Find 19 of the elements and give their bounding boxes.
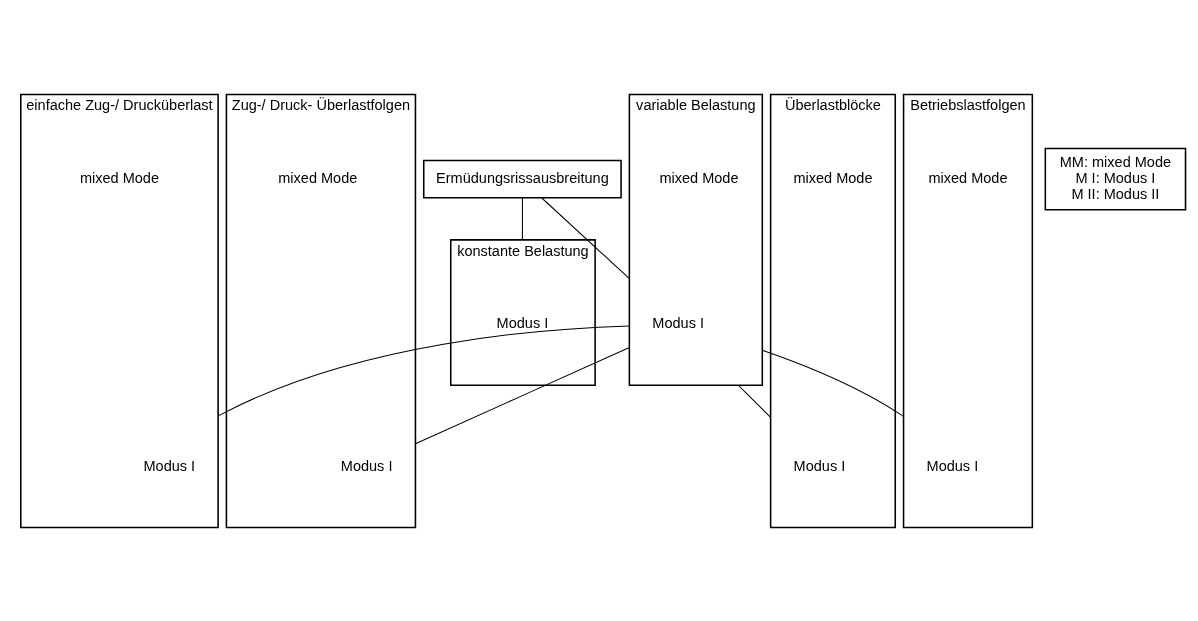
node-text: Modus I — [793, 457, 846, 474]
connector — [414, 346, 630, 444]
node-text: mixed Mode — [928, 169, 1008, 186]
node-text: mixed Mode — [793, 169, 873, 186]
node-text: Modus I — [340, 457, 393, 474]
connector — [217, 324, 630, 417]
node-box: MM: mixed Mode M I: Modus I M II: Modus II — [1044, 147, 1187, 210]
connector — [521, 197, 523, 240]
node-text: Modus I — [652, 314, 705, 331]
connector — [541, 197, 630, 279]
connector — [761, 349, 905, 417]
node-box: Ermüdungsrissausbreitung — [422, 159, 622, 199]
node-text: Modus I — [143, 457, 196, 474]
node-text: mixed Mode — [278, 169, 358, 186]
node-text: Modus I — [926, 457, 979, 474]
node-text: mixed Mode — [79, 169, 159, 186]
node-text: mixed Mode — [659, 169, 739, 186]
connector — [737, 384, 772, 418]
node-text: Modus I — [496, 314, 549, 331]
